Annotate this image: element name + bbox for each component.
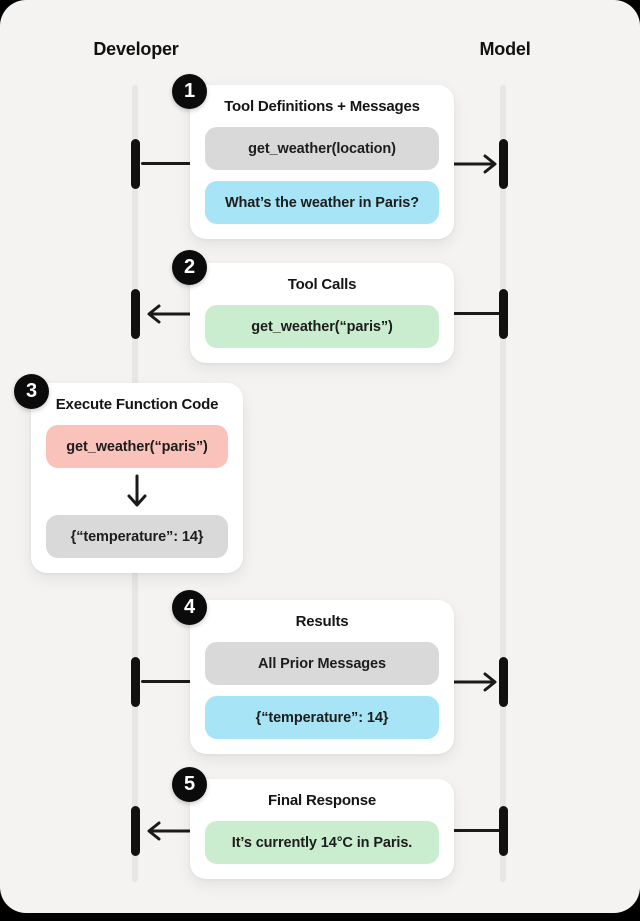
- step-badge-2: 2: [172, 250, 207, 285]
- model-activation-bar: [499, 657, 508, 707]
- card-title: Results: [295, 613, 349, 630]
- step-card-tool-calls: Tool Calls get_weather(“paris”): [190, 263, 454, 363]
- card-title: Final Response: [267, 792, 377, 809]
- developer-activation-bar: [131, 657, 140, 707]
- message-pill: {“temperature”: 14}: [205, 696, 439, 739]
- column-label-developer: Developer: [93, 39, 179, 59]
- step-card-results: Results All Prior Messages {“temperature…: [190, 600, 454, 754]
- message-pill: get_weather(“paris”): [46, 425, 228, 468]
- model-activation-bar: [499, 289, 508, 339]
- connector-line: [453, 829, 500, 832]
- step-badge-5: 5: [172, 767, 207, 802]
- message-pill: get_weather(“paris”): [205, 305, 439, 348]
- developer-activation-bar: [131, 139, 140, 189]
- step-card-tool-definitions: Tool Definitions + Messages get_weather(…: [190, 85, 454, 239]
- developer-activation-bar: [131, 806, 140, 856]
- connector-line: [453, 312, 500, 315]
- message-pill: get_weather(location): [205, 127, 439, 170]
- message-pill: All Prior Messages: [205, 642, 439, 685]
- arrow-down-icon: [46, 474, 228, 510]
- step-badge-3: 3: [14, 374, 49, 409]
- message-pill: What’s the weather in Paris?: [205, 181, 439, 224]
- developer-activation-bar: [131, 289, 140, 339]
- model-activation-bar: [499, 139, 508, 189]
- lifeline-model: [500, 85, 506, 882]
- step-card-final-response: Final Response It’s currently 14°C in Pa…: [190, 779, 454, 879]
- step-badge-4: 4: [172, 590, 207, 625]
- card-title: Tool Calls: [287, 276, 357, 293]
- model-activation-bar: [499, 806, 508, 856]
- connector-line: [141, 162, 191, 165]
- arrow-right-icon: [450, 672, 497, 692]
- step-badge-1: 1: [172, 74, 207, 109]
- column-label-model: Model: [479, 39, 531, 59]
- message-pill: It’s currently 14°C in Paris.: [205, 821, 439, 864]
- connector-line: [141, 680, 191, 683]
- card-title: Execute Function Code: [55, 396, 219, 413]
- message-pill: {“temperature”: 14}: [46, 515, 228, 558]
- arrow-left-icon: [147, 821, 194, 841]
- step-card-execute-function: Execute Function Code get_weather(“paris…: [31, 383, 243, 573]
- arrow-right-icon: [450, 154, 497, 174]
- card-title: Tool Definitions + Messages: [224, 98, 420, 115]
- arrow-left-icon: [147, 304, 194, 324]
